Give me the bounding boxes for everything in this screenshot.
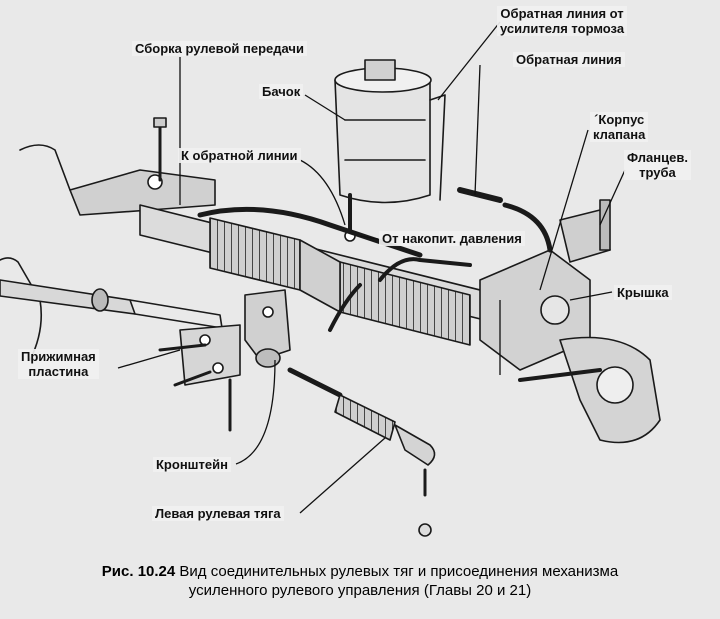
- leader-brake-booster-return: [437, 21, 501, 101]
- leader-to-return-line: [299, 159, 346, 226]
- leader-bracket: [235, 359, 276, 465]
- label-reservoir: Бачок: [259, 84, 304, 99]
- label-brake-booster-return: Обратная линия от усилителя тормоза: [497, 6, 628, 36]
- leader-lines: [117, 21, 626, 514]
- leader-return-line: [474, 64, 481, 196]
- leader-flange-tube: [599, 169, 626, 226]
- label-left-tie-rod: Левая рулевая тяга: [152, 506, 284, 521]
- right-knuckle: [518, 336, 661, 444]
- frame-edge-left: [19, 144, 71, 191]
- figure-caption: Рис. 10.24 Вид соединительных рулевых тя…: [0, 562, 720, 600]
- clamp-plate: [158, 324, 241, 387]
- leader-valve-body: [539, 129, 589, 291]
- upper-bracket: [69, 117, 216, 216]
- caption-text: Вид соединительных рулевых тяг и присоед…: [179, 563, 619, 580]
- caption-number: Рис. 10.24: [101, 563, 176, 580]
- leader-cover: [569, 291, 613, 301]
- upper-tie-rod: [0, 279, 223, 329]
- label-cover: Крышка: [614, 285, 672, 300]
- left-tie-rod: [287, 367, 436, 537]
- label-clamp-plate: Прижимная пластина: [18, 349, 99, 379]
- label-steering-assembly: Сборка рулевой передачи: [132, 41, 307, 56]
- caption-text-line2: усиленного рулевого управления (Главы 20…: [188, 582, 532, 599]
- hoses: [197, 187, 553, 332]
- label-bracket: Кронштейн: [153, 457, 231, 472]
- leader-reservoir: [304, 94, 346, 121]
- leader-clamp-plate: [117, 349, 181, 369]
- reservoir: [334, 59, 446, 242]
- lower-bracket: [228, 289, 291, 432]
- label-valve-body: ´Корпус клапана: [590, 112, 649, 142]
- leader-left-tie-rod: [299, 437, 386, 514]
- leader-from-accumulator: [359, 235, 379, 240]
- label-to-return-line: К обратной линии: [178, 148, 301, 163]
- label-return-line: Обратная линия: [513, 52, 625, 67]
- label-flange-tube: Фланцев. труба: [624, 150, 691, 180]
- label-from-accumulator: От накопит. давления: [379, 231, 525, 246]
- steering-diagram: [0, 21, 661, 537]
- body-outline-left: [0, 257, 43, 361]
